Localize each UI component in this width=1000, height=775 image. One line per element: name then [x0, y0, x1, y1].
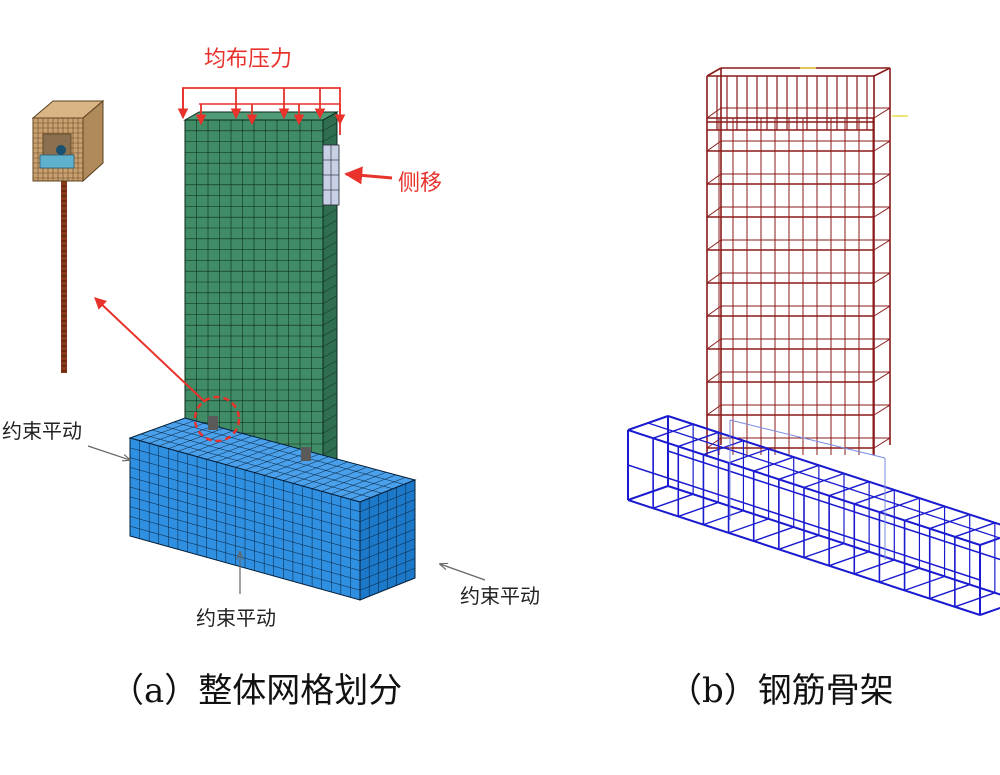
- rebar-base-cage: [627, 415, 1000, 616]
- constraint-arrow-right: [440, 564, 486, 581]
- constraint-label-right: 约束平动: [460, 584, 540, 608]
- constraint-label-left: 约束平动: [2, 419, 82, 443]
- uniform-load-arrows: [177, 87, 346, 135]
- rebar-cage-panel: [627, 67, 1000, 616]
- constraint-arrow-left: [87, 445, 130, 460]
- rebar-wall-cage: [706, 67, 891, 455]
- mesh-model-panel: 均布压力 侧移 约束平动 约束平动 约束平动: [2, 47, 540, 630]
- caption-a: （a）整体网格划分: [110, 671, 402, 711]
- wall-top-face: [183, 111, 339, 121]
- caption-b: （b）钢筋骨架: [668, 671, 894, 711]
- lateral-load-arrow: [344, 166, 393, 185]
- uniform-load-label: 均布压力: [204, 47, 292, 72]
- detail-dashed-circle: [193, 395, 241, 443]
- constraint-label-bottom: 约束平动: [196, 606, 276, 630]
- lateral-load-label: 侧移: [398, 171, 442, 196]
- detail-pointer-arrow: [94, 297, 206, 403]
- anchor-detail: [31, 99, 105, 373]
